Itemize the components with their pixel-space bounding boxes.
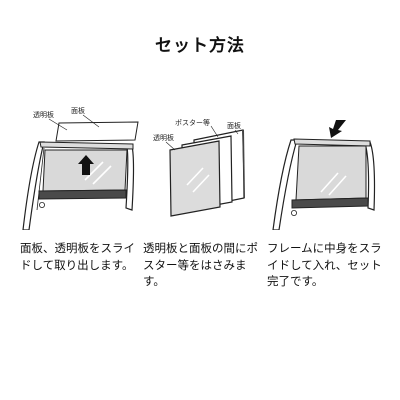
- frame-right-post: [364, 141, 376, 211]
- step-1-illustration: 透明板 面板: [15, 100, 140, 230]
- frame-left-post: [272, 139, 298, 230]
- step-3-text: フレームに中身をスライドして入れ、セット完了です。: [267, 241, 382, 288]
- page-title: セット方法: [155, 36, 245, 56]
- callout-transparent-board: 透明板: [33, 110, 54, 119]
- frame-left-post: [22, 141, 45, 230]
- callout-poster: ポスター等: [175, 118, 210, 127]
- step-1-text: 面板、透明板をスライドして取り出します。: [20, 241, 135, 272]
- step-3-illustration: [266, 100, 391, 230]
- callout-transparent-board: 透明板: [153, 133, 174, 142]
- frame-top-rail: [39, 141, 134, 150]
- face-board: [55, 121, 139, 142]
- callout-face-board: 面板: [71, 106, 85, 115]
- step-2-illustration: ポスター等 面板 透明板: [141, 100, 266, 230]
- down-arrow-icon: [329, 120, 346, 138]
- frame-bottom-rail: [291, 197, 369, 209]
- step-2-text: 透明板と面板の間にポスター等をはさみます。: [143, 241, 258, 288]
- frame-top-rail: [293, 138, 371, 147]
- step-3-diagram: [272, 120, 376, 230]
- step-2-diagram: ポスター等 面板 透明板: [153, 118, 245, 217]
- step-1-diagram: 透明板 面板: [22, 106, 139, 230]
- frame-right-post: [125, 145, 135, 211]
- callout-face-board: 面板: [227, 121, 241, 130]
- up-arrow-icon: [78, 155, 94, 175]
- transparent-board: [169, 140, 221, 217]
- frame-bottom-rail: [38, 189, 127, 200]
